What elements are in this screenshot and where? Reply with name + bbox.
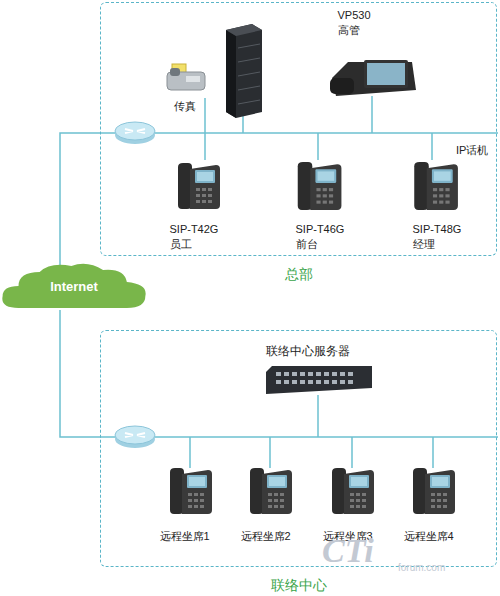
ip-phone (170, 468, 212, 514)
device-label: 远程坐席1 (160, 529, 222, 544)
device-node: SIP-T42G 员工 (170, 222, 228, 252)
router-icon (115, 426, 155, 448)
bus-label: IP话机 (456, 143, 488, 158)
device-node: 远程坐席1 (160, 529, 222, 544)
device-node: SIP-T48G 经理 (413, 222, 471, 252)
device-node: 远程坐席2 (241, 529, 303, 544)
device-label: SIP-T46G 前台 (296, 222, 354, 252)
ip-phone (332, 468, 374, 514)
device-label: 远程坐席4 (404, 529, 466, 544)
device-node: 传真 (174, 99, 204, 114)
region-heading: 总部 (101, 266, 496, 284)
device-node: 联络中心服务器 (266, 344, 376, 359)
device-label: 传真 (174, 99, 204, 114)
device-node: SIP-T46G 前台 (296, 222, 354, 252)
ip-phone (413, 468, 455, 514)
device-label: SIP-T48G 经理 (413, 222, 471, 252)
server-rack (226, 24, 262, 118)
watermark-text: CTi (322, 532, 374, 570)
network-link (60, 310, 100, 437)
watermark-text: forum.com (398, 562, 445, 573)
device-label: 远程坐席2 (241, 529, 303, 544)
device-label: 联络中心服务器 (266, 344, 376, 359)
ip-phone (414, 162, 458, 210)
ip-phone (298, 162, 342, 210)
router-icon (115, 122, 155, 144)
region-box: 总部传真VP530 高管SIP-T42G 员工SIP-T46G 前台SIP-T4… (100, 2, 497, 256)
region-box: 联络中心联络中心服务器远程坐席1远程坐席2远程坐席3远程坐席4 (100, 330, 497, 567)
ip-phone (250, 468, 292, 514)
region-heading: 联络中心 (101, 577, 496, 595)
internet-cloud: Internet (0, 262, 148, 310)
ip-phone (178, 163, 220, 209)
fax-icon (167, 64, 205, 90)
network-link (60, 133, 100, 268)
device-node: 远程坐席4 (404, 529, 466, 544)
bus-lines (100, 96, 498, 468)
cloud-label: Internet (0, 279, 148, 294)
device-label: SIP-T42G 员工 (170, 222, 228, 252)
device-label: VP530 高管 (338, 8, 380, 38)
device-node: VP530 高管 (338, 8, 380, 38)
network-switch (266, 366, 372, 394)
video-phone (330, 60, 416, 96)
